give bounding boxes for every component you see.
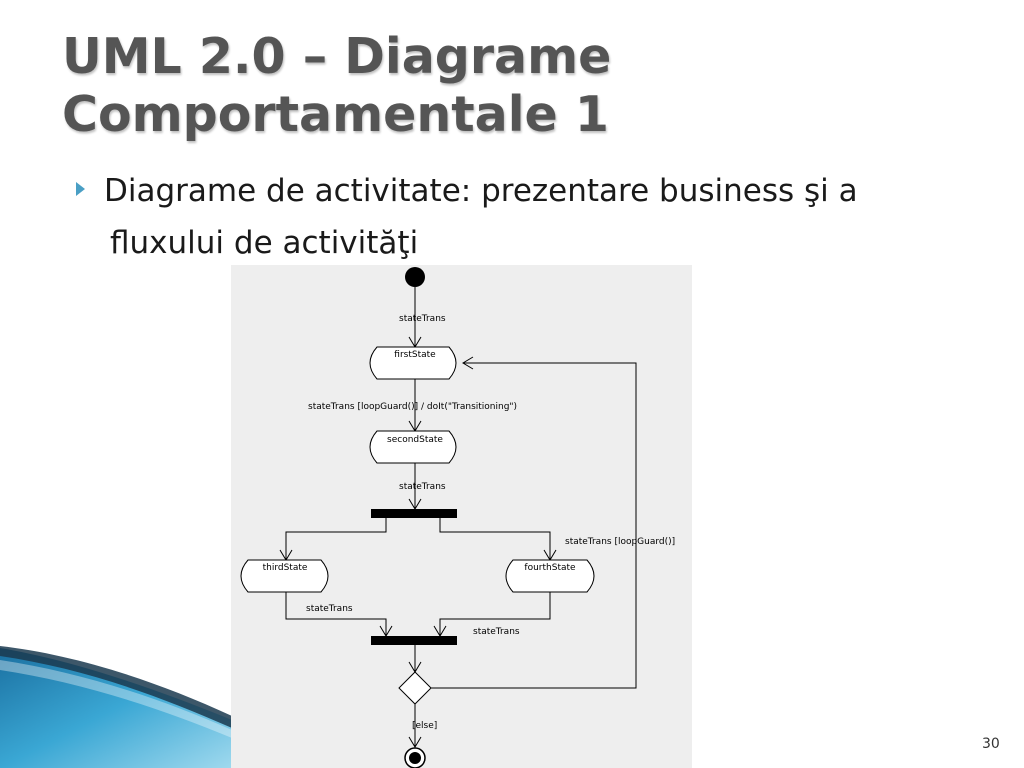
arrowhead bbox=[408, 736, 422, 748]
fork-bar bbox=[371, 509, 457, 518]
activity-diagram: stateTrans firstState stateTrans [loopGu… bbox=[231, 265, 692, 768]
bullet-rest: : prezentare business şi a bbox=[460, 173, 858, 209]
label-initial-trans: stateTrans bbox=[399, 314, 446, 324]
label-decision-else: [else] bbox=[412, 721, 437, 731]
bullet-continuation: fluxului de activităţi bbox=[110, 225, 419, 261]
edge-fork-third bbox=[285, 518, 387, 560]
final-node-core bbox=[409, 752, 421, 764]
state-fourth-label: fourthState bbox=[524, 563, 576, 573]
state-fourth bbox=[505, 559, 595, 593]
activity-diagram-canvas: stateTrans firstState stateTrans [loopGu… bbox=[240, 267, 675, 768]
join-bar bbox=[371, 636, 457, 645]
bullet-emphasis: Diagrame de activitate bbox=[104, 173, 461, 209]
state-first-label: firstState bbox=[394, 350, 436, 360]
edge-decision-loop bbox=[431, 362, 637, 689]
label-first-second: stateTrans [loopGuard()] / doIt("Transit… bbox=[308, 402, 517, 412]
bullet-arrow-icon bbox=[76, 182, 85, 196]
state-third-label: thirdState bbox=[263, 563, 308, 573]
page-number: 30 bbox=[982, 736, 1000, 752]
label-fork-fourth: stateTrans [loopGuard()] bbox=[565, 537, 675, 547]
label-third-join: stateTrans bbox=[306, 604, 353, 614]
bullet-text: Diagrame de activitate: prezentare busin… bbox=[104, 170, 1024, 212]
arrowhead bbox=[462, 356, 474, 370]
label-fourth-join: stateTrans bbox=[473, 627, 520, 637]
state-second-label: secondState bbox=[387, 435, 443, 445]
state-third bbox=[240, 559, 329, 593]
label-second-fork: stateTrans bbox=[399, 482, 446, 492]
initial-node bbox=[405, 267, 425, 287]
decision-node bbox=[398, 671, 432, 705]
state-first bbox=[369, 346, 457, 380]
slide-title: UML 2.0 – Diagrame Comportamentale 1 bbox=[62, 28, 612, 143]
decorative-swoosh bbox=[0, 646, 232, 768]
edge-third-join bbox=[285, 592, 387, 636]
edge-fourth-join bbox=[439, 592, 551, 636]
edge-fork-fourth bbox=[439, 518, 551, 560]
state-second bbox=[369, 430, 457, 464]
